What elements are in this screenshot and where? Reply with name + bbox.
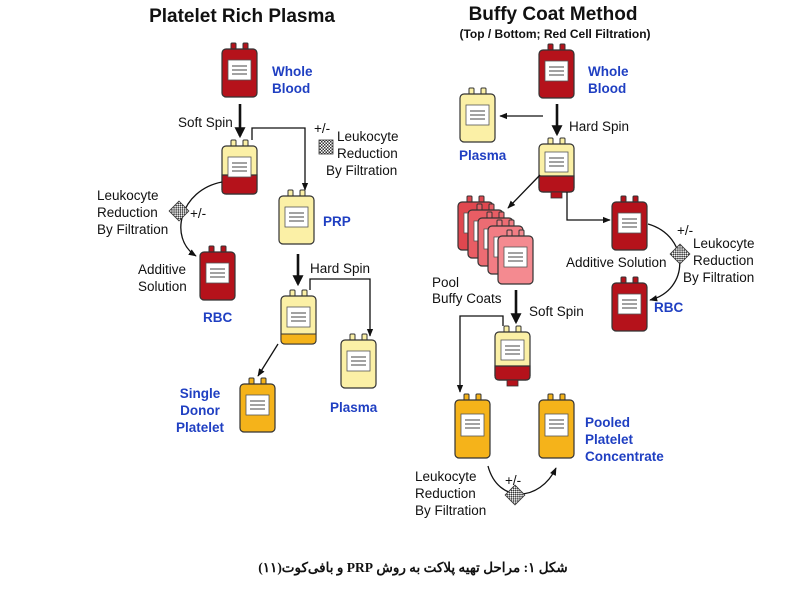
buffy-rbc-final-bag-icon [611,276,648,332]
prp-additive-2: Solution [138,279,187,294]
buffy-plus-minus-bottom: +/- [505,473,521,488]
prp-soft-spin-label: Soft Spin [178,115,233,130]
prp-plus-minus-top: +/- [314,121,330,136]
prp-plasma-bag-icon [340,333,377,389]
buffy-filter-bottom-icon [504,484,526,506]
buffy-rbc-bag-icon [611,195,648,251]
buffy-whole-blood-bag-icon [538,43,575,99]
buffy-leuko-rbc-1: Leukocyte [693,236,755,251]
prp-plus-minus-left: +/- [190,206,206,221]
prp-to-prp-connector [251,127,309,191]
prp-filter-top-icon [318,139,334,155]
buffy-bottom-filter-arrow [487,465,557,495]
prp-bag-icon [278,189,315,245]
buffy-to-pool-arrow [507,174,541,209]
prp-title: Platelet Rich Plasma [149,6,335,27]
buffy-filter-rbc-icon [669,243,691,265]
prp-prp-label: PRP [323,214,351,229]
prp-whole-blood-label: Whole [272,64,313,79]
prp-hard-spin-bag-icon [280,289,317,345]
buffy-pool-bags-icon [457,195,534,285]
prp-leuko-left-3: By Filtration [97,222,168,237]
prp-hard-spin-label: Hard Spin [310,261,370,276]
buffy-pooled-bag-right-icon [538,393,575,459]
buffy-plasma-bag-icon [459,87,496,143]
prp-leuko-left-2: Reduction [97,205,158,220]
buffy-plus-minus-rbc: +/- [677,223,693,238]
buffy-additive-label: Additive Solution [566,255,667,270]
prp-to-plasma-connector [309,278,374,337]
buffy-subtitle: (Top / Bottom; Red Cell Filtration) [459,27,650,41]
buffy-pooled-3: Concentrate [585,449,664,464]
buffy-pool-2: Buffy Coats [432,291,502,306]
prp-leuko-right-2: Reduction [337,146,398,161]
buffy-whole-blood-1: Whole [588,64,629,79]
buffy-leuko-rbc-2: Reduction [693,253,754,268]
prp-single-donor-3: Platelet [176,420,225,435]
buffy-pool-1: Pool [432,275,459,290]
buffy-leuko-bottom-3: By Filtration [415,503,486,518]
buffy-pooled-2: Platelet [585,432,634,447]
buffy-leuko-bottom-1: Leukocyte [415,469,477,484]
prp-single-donor-2: Donor [180,403,220,418]
prp-leuko-right-3: By Filtration [326,163,397,178]
prp-filter-left-icon [168,200,190,222]
buffy-to-pooled-connector [456,315,504,393]
buffy-soft-spin-bag-icon [494,325,531,387]
prp-plasma-label: Plasma [330,400,378,415]
prp-rbc-label: RBC [203,310,232,325]
prp-rbc-bag-icon [199,245,236,301]
prp-single-donor-bag-icon [239,377,276,433]
prp-whole-blood-bag-icon [221,42,258,98]
prp-additive-1: Additive [138,262,186,277]
buffy-pooled-1: Pooled [585,415,630,430]
buffy-soft-spin-label: Soft Spin [529,304,584,319]
buffy-whole-blood-2: Blood [588,81,626,96]
buffy-rbc-label: RBC [654,300,683,315]
prp-leuko-left-1: Leukocyte [97,188,159,203]
figure-caption: شکل ۱: مراحل تهیه پلاکت به روش PRP و باف… [258,560,567,576]
buffy-separated-bag-icon [538,137,575,199]
buffy-leuko-rbc-3: By Filtration [683,270,754,285]
prp-separated-bag-icon [221,139,258,195]
buffy-plasma-label: Plasma [459,148,507,163]
prp-whole-blood-label-2: Blood [272,81,310,96]
buffy-to-rbc-connector [566,192,611,224]
buffy-hard-spin-label: Hard Spin [569,119,629,134]
prp-leuko-right-1: Leukocyte [337,129,399,144]
buffy-title: Buffy Coat Method [469,4,638,25]
buffy-leuko-bottom-2: Reduction [415,486,476,501]
prp-to-single-donor-arrow [257,343,279,377]
buffy-pooled-bag-left-icon [454,393,491,459]
prp-single-donor-1: Single [180,386,221,401]
